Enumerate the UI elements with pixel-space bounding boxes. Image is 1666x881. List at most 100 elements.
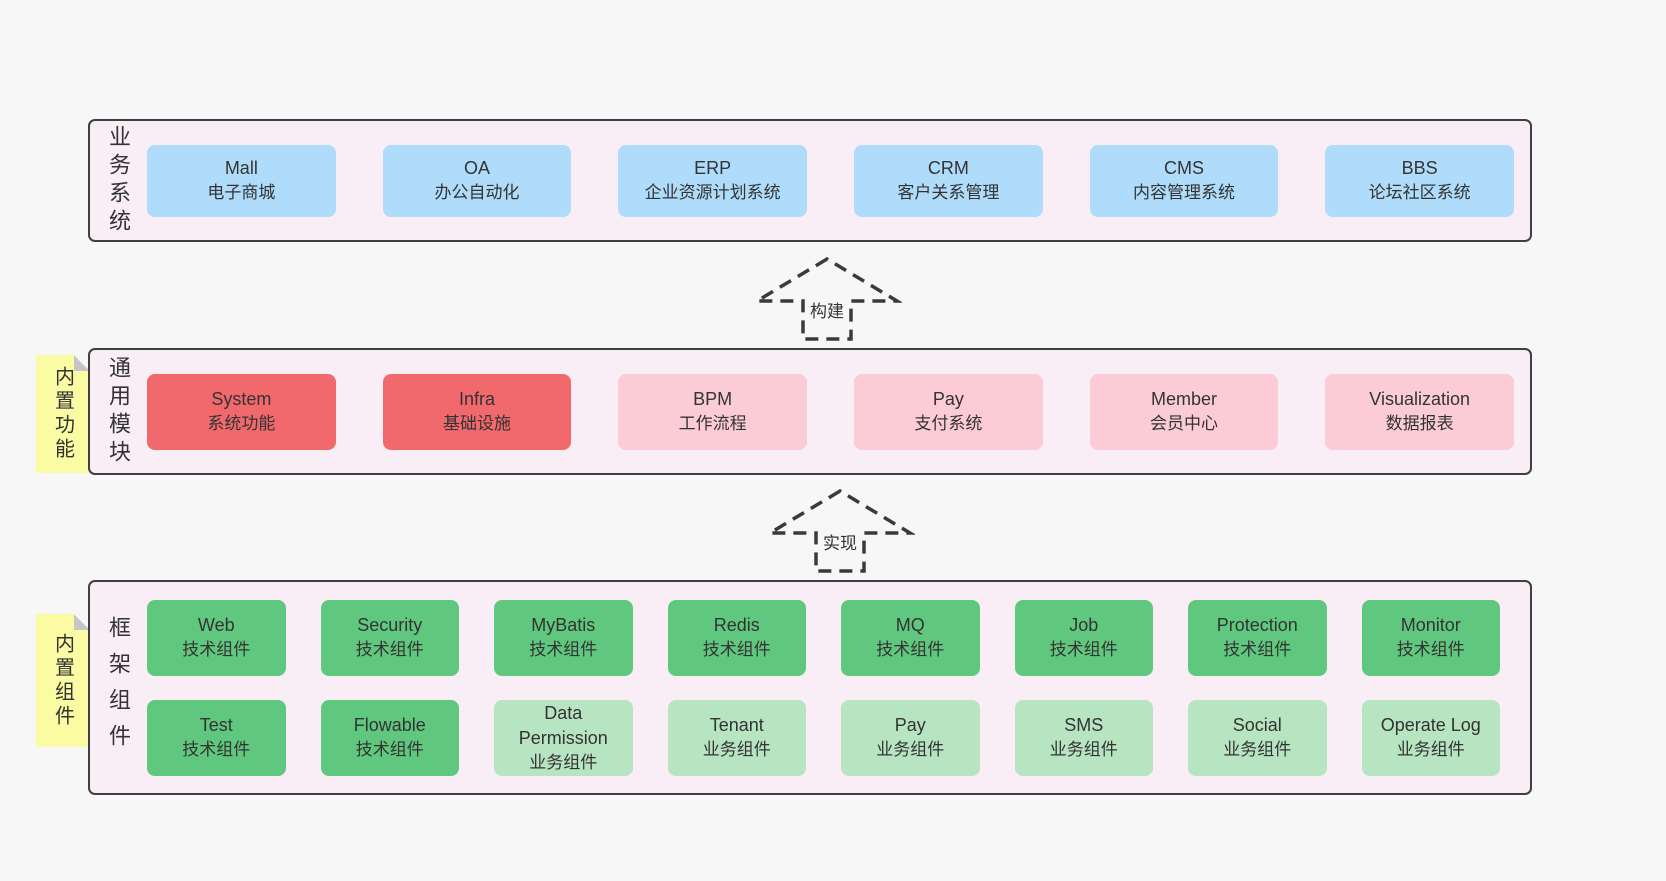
box-flowable: Flowable 技术组件: [320, 699, 459, 776]
section-label: 框架组件: [106, 615, 131, 760]
box-subtitle: 基础设施: [442, 414, 511, 434]
box-operate-log: Operate Log 业务组件: [1361, 699, 1500, 776]
box-subtitle: 内容管理系统: [1132, 183, 1235, 203]
implement-arrow-label: 实现: [818, 527, 862, 556]
box-subtitle: 技术组件: [876, 640, 945, 660]
sticky-note-label: 内置组件: [51, 632, 74, 729]
box-title: ERP: [694, 158, 732, 179]
box-tenant: Tenant 业务组件: [667, 699, 806, 776]
section-label: 通用模块: [106, 355, 131, 468]
box-security: Security 技术组件: [320, 599, 459, 676]
box-erp: ERP 企业资源计划系统: [618, 144, 807, 217]
box-subtitle: 系统功能: [207, 414, 276, 434]
box-title: CRM: [927, 158, 969, 179]
box-data-permission: Data Permission 业务组件: [494, 699, 633, 776]
box-mq: MQ 技术组件: [841, 599, 980, 676]
box-title: CMS: [1163, 158, 1204, 179]
sticky-note-built-in-components: 内置组件: [36, 614, 90, 747]
box-subtitle: 电子商城: [207, 183, 276, 203]
box-title: Monitor: [1400, 615, 1461, 636]
box-subtitle: 技术组件: [702, 640, 771, 660]
box-subtitle: 业务组件: [529, 752, 598, 772]
box-oa: OA 办公自动化: [382, 144, 572, 217]
box-web: Web 技术组件: [147, 599, 286, 676]
business-systems-boxes: Mall 电子商城 OA 办公自动化 ERP 企业资源计划系统 CRM 客户关系管理 CMS 内容…: [147, 121, 1514, 240]
box-subtitle: 技术组件: [182, 640, 251, 660]
box-pay: Pay 支付系统: [854, 373, 1043, 450]
box-title: Job: [1069, 615, 1099, 636]
box-social: Social 业务组件: [1188, 699, 1327, 776]
box-mybatis: MyBatis 技术组件: [494, 599, 633, 676]
box-subtitle: 会员中心: [1149, 414, 1218, 434]
box-title: Test: [199, 715, 233, 736]
box-title: Redis: [713, 615, 760, 636]
box-subtitle: 办公自动化: [434, 183, 520, 203]
box-subtitle: 业务组件: [876, 740, 945, 760]
box-subtitle: 技术组件: [182, 740, 251, 760]
box-crm: CRM 客户关系管理: [854, 144, 1043, 217]
box-test: Test 技术组件: [147, 699, 286, 776]
box-subtitle: 企业资源计划系统: [644, 183, 781, 203]
box-title: MQ: [895, 615, 925, 636]
box-redis: Redis 技术组件: [667, 599, 806, 676]
box-subtitle: 客户关系管理: [897, 183, 1000, 203]
box-subtitle: 技术组件: [355, 640, 424, 660]
box-job: Job 技术组件: [1014, 599, 1153, 676]
box-title: Mall: [224, 158, 258, 179]
box-subtitle: 业务组件: [702, 740, 771, 760]
sticky-note-built-in-features: 内置功能: [36, 355, 90, 473]
box-subtitle: 论坛社区系统: [1368, 183, 1471, 203]
box-subtitle: 业务组件: [1396, 740, 1465, 760]
section-label: 业务系统: [106, 124, 131, 237]
section-business-systems: 业务系统 Mall 电子商城 OA 办公自动化 ERP 企业资源计划系统 CRM 客户关系管理…: [88, 119, 1532, 242]
box-infra: Infra 基础设施: [382, 373, 572, 450]
box-cms: CMS 内容管理系统: [1089, 144, 1279, 217]
box-title: Member: [1150, 389, 1217, 410]
build-arrow-label: 构建: [805, 295, 849, 324]
box-subtitle: 业务组件: [1049, 740, 1118, 760]
box-subtitle: 工作流程: [678, 414, 747, 434]
box-monitor: Monitor 技术组件: [1361, 599, 1500, 676]
box-title: Pay: [932, 389, 964, 410]
box-title: Security: [357, 615, 423, 636]
build-arrow-icon: 构建: [752, 255, 902, 343]
box-subtitle: 支付系统: [914, 414, 983, 434]
box-title: Operate Log: [1380, 715, 1481, 736]
box-title: MyBatis: [531, 615, 596, 636]
box-title: Flowable: [353, 715, 426, 736]
box-title: Protection: [1216, 615, 1298, 636]
box-protection: Protection 技术组件: [1188, 599, 1327, 676]
box-title: SMS: [1064, 715, 1104, 736]
box-subtitle: 技术组件: [1049, 640, 1118, 660]
box-subtitle: 业务组件: [1223, 740, 1292, 760]
box-subtitle: 数据报表: [1385, 414, 1454, 434]
box-subtitle: 技术组件: [1396, 640, 1465, 660]
box-title: BBS: [1401, 158, 1438, 179]
box-title: Tenant: [709, 715, 764, 736]
sticky-note-label: 内置功能: [51, 366, 74, 462]
box-title: Pay: [894, 715, 926, 736]
box-title: Data Permission: [518, 702, 608, 748]
box-subtitle: 技术组件: [1223, 640, 1292, 660]
box-bpm: BPM 工作流程: [618, 373, 807, 450]
box-title: OA: [463, 158, 490, 179]
box-title: Social: [1232, 715, 1282, 736]
box-sms: SMS 业务组件: [1014, 699, 1153, 776]
box-title: Web: [197, 615, 235, 636]
box-bbs: BBS 论坛社区系统: [1325, 144, 1514, 217]
box-title: BPM: [693, 389, 733, 410]
box-member: Member 会员中心: [1089, 373, 1279, 450]
box-title: Infra: [458, 389, 495, 410]
box-pay: Pay 业务组件: [841, 699, 980, 776]
implement-arrow-icon: 实现: [765, 487, 915, 575]
box-subtitle: 技术组件: [529, 640, 598, 660]
box-subtitle: 技术组件: [355, 740, 424, 760]
box-mall: Mall 电子商城: [147, 144, 336, 217]
